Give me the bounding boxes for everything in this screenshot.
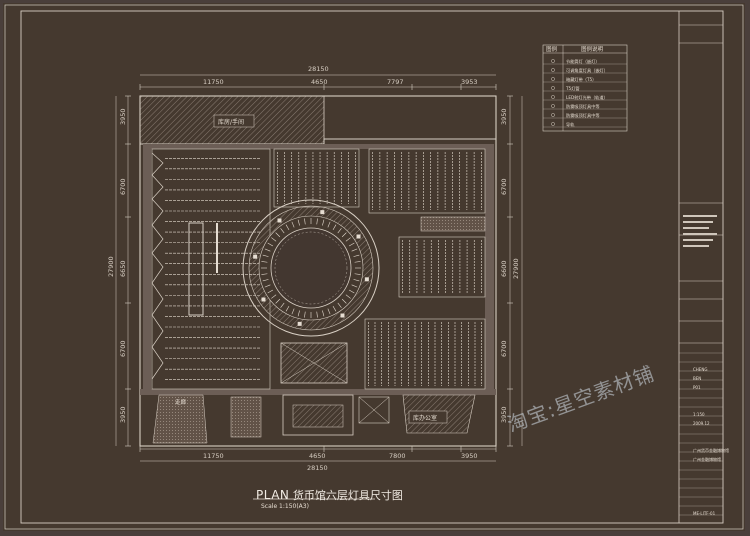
drawing-sheet: CHENG BEN P01 1:150 2009.12 广州货币金融博物馆广州金融博物馆 M… [3,3,745,531]
dim-top-total: 28150 [308,65,329,73]
legend-item-label: 可调角度灯具（嵌灯） [566,67,608,74]
dim-bottom-seg-2: 4650 [309,452,326,460]
legend-header-desc: 图例说明 [581,45,604,53]
room-top-left-frame [213,114,255,128]
central-display [280,342,348,384]
title-block-row: ME-LITF-01 [693,511,716,516]
right-gallery-bottom [364,318,486,390]
title-block-row: P01 [693,385,701,390]
title-block [678,11,723,523]
drawing-scale: Scale 1:150(A3) [261,503,309,510]
svg-text:27900: 27900 [512,258,520,279]
title-block-row: 广州货币金融博物馆 [693,447,729,453]
top-middle-gallery [273,148,360,208]
dimension-lines [115,74,523,462]
svg-text:3950: 3950 [500,108,508,125]
dim-top-seg-4: 3953 [461,78,478,86]
svg-text:3950: 3950 [500,406,508,423]
legend-item-label: 暗藏灯带（T5） [566,76,596,83]
dim-top-seg-1: 11750 [203,78,224,86]
room-top-left-label: 库房/手间 [218,118,244,126]
dim-bottom-total: 28150 [307,464,328,472]
room-bottom-left-label: 走廊 [175,398,187,406]
legend-item-label: 导轨 [566,121,575,128]
title-block-row: 1:150 [693,412,705,417]
building-outline [139,95,497,447]
right-gallery-mid [398,236,486,298]
dim-left-chain: 27900 3950 6700 6650 6700 3950 [107,108,127,423]
title-block-row: 2009.12 [693,421,710,426]
dim-bottom-seg-4: 3950 [461,452,478,460]
rotunda [242,199,380,337]
legend-header-symbol: 图例 [546,45,558,53]
svg-text:27900: 27900 [107,256,115,277]
dim-bottom-seg-3: 7800 [389,452,406,460]
svg-text:6700: 6700 [500,178,508,195]
legend-box [542,44,628,132]
title-block-row: BEN [693,376,701,381]
legend-item-label: LED射灯光带（轨道） [566,94,608,101]
dim-top-seg-3: 7797 [387,78,404,86]
legend-item-label: T5灯管 [565,85,580,92]
svg-text:6600: 6600 [500,260,508,277]
title-block-row: CHENG [693,367,707,372]
svg-text:6700: 6700 [500,340,508,357]
svg-text:6700: 6700 [119,178,127,195]
legend-item-label: 节能筒灯（嵌灯） [566,58,600,65]
notes-block [683,215,717,247]
legend-item-label: 防雾吸顶灯具中等 [566,103,600,110]
svg-text:3950: 3950 [119,108,127,125]
drawing-title-name: 货币馆六层灯具尺寸图 [292,489,403,502]
room-bottom-right-label: 库办公室 [413,414,437,422]
title-block-row: 广州金融博物馆 [693,456,721,462]
svg-text:6700: 6700 [119,340,127,357]
room-bottom-right-frame [408,410,448,424]
inner-border [20,10,724,524]
svg-text:6650: 6650 [119,260,127,277]
dim-top-seg-2: 4650 [311,78,328,86]
drawing-title: PLAN 货币馆六层灯具尺寸图 [256,487,403,503]
dim-bottom-seg-1: 11750 [203,452,224,460]
dim-right-chain: 27900 3950 6700 6600 6700 3950 [500,108,520,423]
drawing-title-prefix: PLAN [256,488,290,502]
outer-border [4,4,744,530]
legend-item-label: 防雾吸顶灯具中等 [566,112,600,119]
right-gallery-top [368,148,486,214]
right-corridor-wall [420,216,486,232]
svg-text:3950: 3950 [119,406,127,423]
